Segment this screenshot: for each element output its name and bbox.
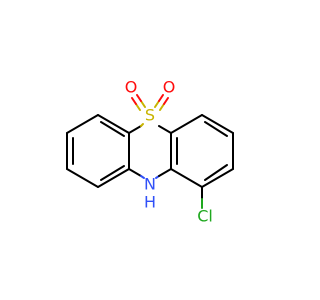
molecule-structure: S O O N H Cl — [66, 78, 234, 226]
bond-n-c — [158, 168, 172, 177]
right-benzene-ring — [170, 114, 234, 188]
bond-s-o-right — [163, 97, 169, 105]
bond-s-o-right — [154, 100, 160, 108]
bond — [170, 114, 203, 134]
bond-c-s — [128, 125, 142, 134]
double-bond-inner — [100, 121, 125, 137]
bond-s-o-left — [140, 100, 146, 108]
double-bond-inner — [204, 121, 228, 137]
atom-oxygen-right: O — [163, 78, 176, 97]
bond — [201, 114, 234, 134]
bond — [97, 168, 130, 188]
bond-s-o-right — [158, 94, 164, 102]
atom-nitrogen: N — [144, 175, 156, 194]
bond-c-s — [140, 123, 144, 127]
double-bond-inner — [100, 165, 125, 181]
atom-sulfur: S — [145, 106, 155, 125]
left-benzene-ring — [66, 114, 130, 188]
bond-s-o-left — [135, 103, 141, 111]
bond-s-o-left — [131, 97, 137, 105]
atom-chlorine: Cl — [197, 207, 213, 226]
central-ring — [128, 123, 172, 179]
atom-oxygen-left: O — [125, 78, 138, 97]
bond-s-o-left — [136, 94, 142, 102]
bond — [201, 168, 234, 188]
atom-hydrogen: H — [144, 193, 156, 212]
bond-s-o-right — [159, 103, 165, 111]
bond — [170, 168, 203, 188]
bond-c-n — [140, 175, 145, 179]
bond — [66, 168, 99, 188]
bond-c-n — [128, 168, 142, 177]
bond — [97, 114, 130, 134]
double-bond-inner — [204, 164, 228, 181]
bond-s-c — [158, 125, 172, 134]
sulfonyl-bonds — [131, 94, 169, 111]
bond — [66, 114, 99, 134]
